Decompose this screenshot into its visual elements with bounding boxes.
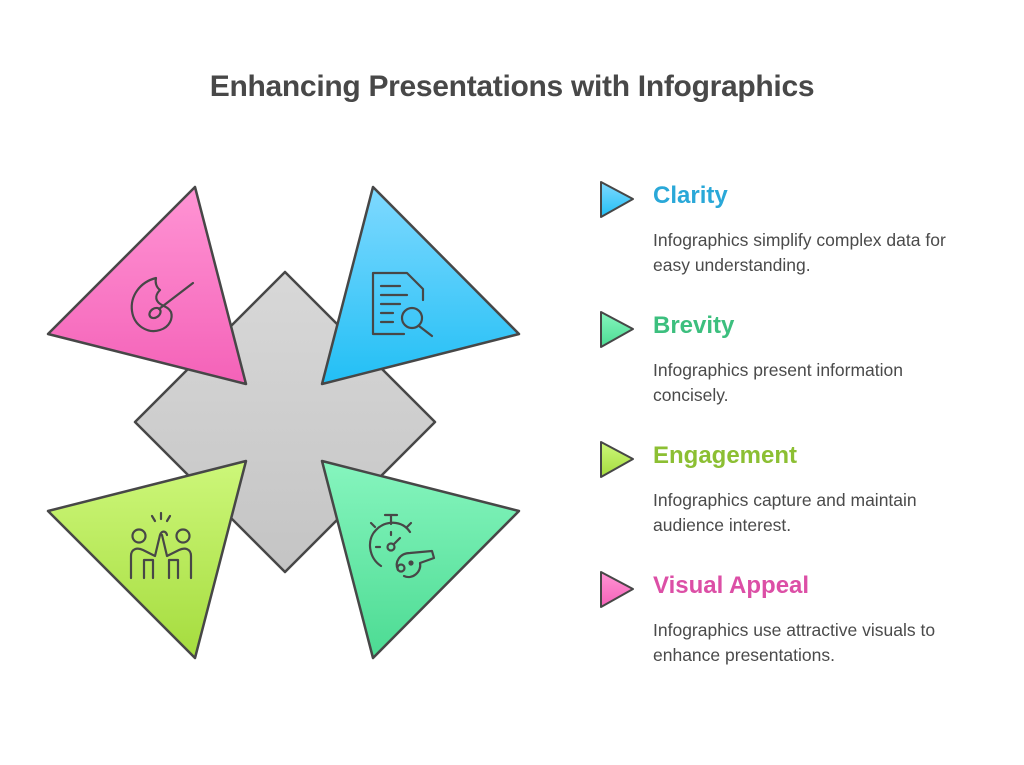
clarity-heading: Clarity (653, 182, 728, 209)
visual-appeal-description: Infographics use attractive visuals to e… (653, 620, 936, 665)
visual-appeal-heading: Visual Appeal (653, 572, 810, 599)
pink-triangle (46, 185, 248, 386)
brevity-segment (320, 459, 521, 660)
engagement-bullet-icon (600, 441, 634, 478)
high-five-icon (129, 511, 193, 580)
engagement-description: Infographics capture and maintain audien… (653, 490, 917, 535)
brevity-description: Infographics present information concise… (653, 360, 903, 405)
visual-appeal-segment (46, 185, 248, 386)
teal-triangle (320, 459, 521, 660)
visual-appeal-bullet-icon (600, 571, 634, 608)
clarity-bullet-icon (600, 181, 634, 218)
brevity-bullet-icon (600, 311, 634, 348)
brevity-heading: Brevity (653, 312, 735, 339)
clarity-description: Infographics simplify complex data for e… (653, 230, 946, 275)
palette-icon (130, 276, 195, 333)
engagement-segment (46, 459, 248, 660)
document-search-icon (371, 271, 434, 338)
clarity-segment (320, 185, 521, 386)
page-title: Enhancing Presentations with Infographic… (209, 70, 815, 103)
stopwatch-whistle-icon (368, 513, 436, 579)
engagement-heading: Engagement (653, 442, 798, 469)
